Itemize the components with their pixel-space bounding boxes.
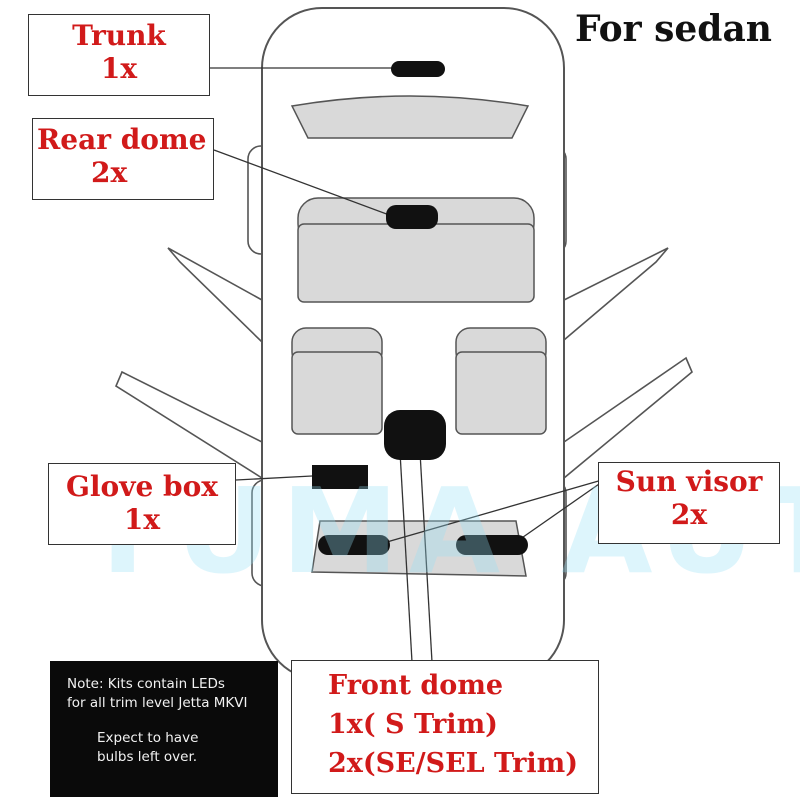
trunk-callout: Trunk 1x: [28, 14, 210, 96]
sun-visor-count: 2x: [670, 498, 708, 531]
sun-visor-bulb-right: [456, 535, 528, 555]
note-line-1: Note: Kits contain LEDs: [67, 676, 225, 692]
glove-box-callout: Glove box 1x: [48, 463, 236, 545]
right-front-door: [563, 356, 693, 480]
sun-visor-title: Sun visor: [615, 465, 763, 498]
glove-box-count: 1x: [123, 503, 161, 536]
rear-dome-callout: Rear dome 2x: [32, 118, 214, 200]
front-dome-callout: Front dome 1x( S Trim) 2x(SE/SEL Trim): [291, 660, 599, 794]
right-rear-door: [563, 247, 669, 342]
sun-visor-leader-2: [515, 481, 603, 543]
front-seat-right: [455, 351, 547, 435]
front-dome-line-1: 1x( S Trim): [328, 709, 498, 740]
center-console: [384, 410, 446, 460]
rear-dome-title: Rear dome: [37, 123, 207, 156]
sun-visor-leader-1: [379, 479, 603, 545]
glove-box-bulb: [312, 465, 368, 489]
trunk-bulb: [391, 61, 445, 77]
glove-box-leader: [235, 475, 313, 481]
note-line-2: for all trim level Jetta MKVI: [67, 695, 248, 711]
page-heading: For sedan: [575, 8, 772, 50]
front-dome-line-2: 2x(SE/SEL Trim): [328, 748, 579, 779]
front-dome-leader-1: [399, 451, 413, 663]
front-dome-leader-2: [419, 451, 433, 663]
rear-dome-count: 2x: [91, 156, 128, 189]
glove-box-title: Glove box: [65, 470, 218, 503]
trunk-title: Trunk: [72, 19, 166, 52]
rear-windshield: [290, 95, 530, 139]
sun-visor-callout: Sun visor 2x: [598, 462, 780, 544]
left-rear-door: [167, 247, 263, 344]
sun-visor-bulb-left: [318, 535, 390, 555]
rear-dome-bulb: [386, 205, 438, 229]
note-line-4: bulbs left over.: [97, 749, 198, 765]
rear-dome-leader: [213, 149, 393, 217]
front-windshield: [311, 520, 527, 577]
trunk-count: 1x: [100, 52, 138, 85]
note-box: Note: Kits contain LEDs for all trim lev…: [50, 661, 278, 797]
front-dome-title: Front dome: [328, 670, 504, 701]
rear-seat: [297, 223, 535, 303]
front-seat-left: [291, 351, 383, 435]
note-line-3: Expect to have: [97, 730, 199, 746]
